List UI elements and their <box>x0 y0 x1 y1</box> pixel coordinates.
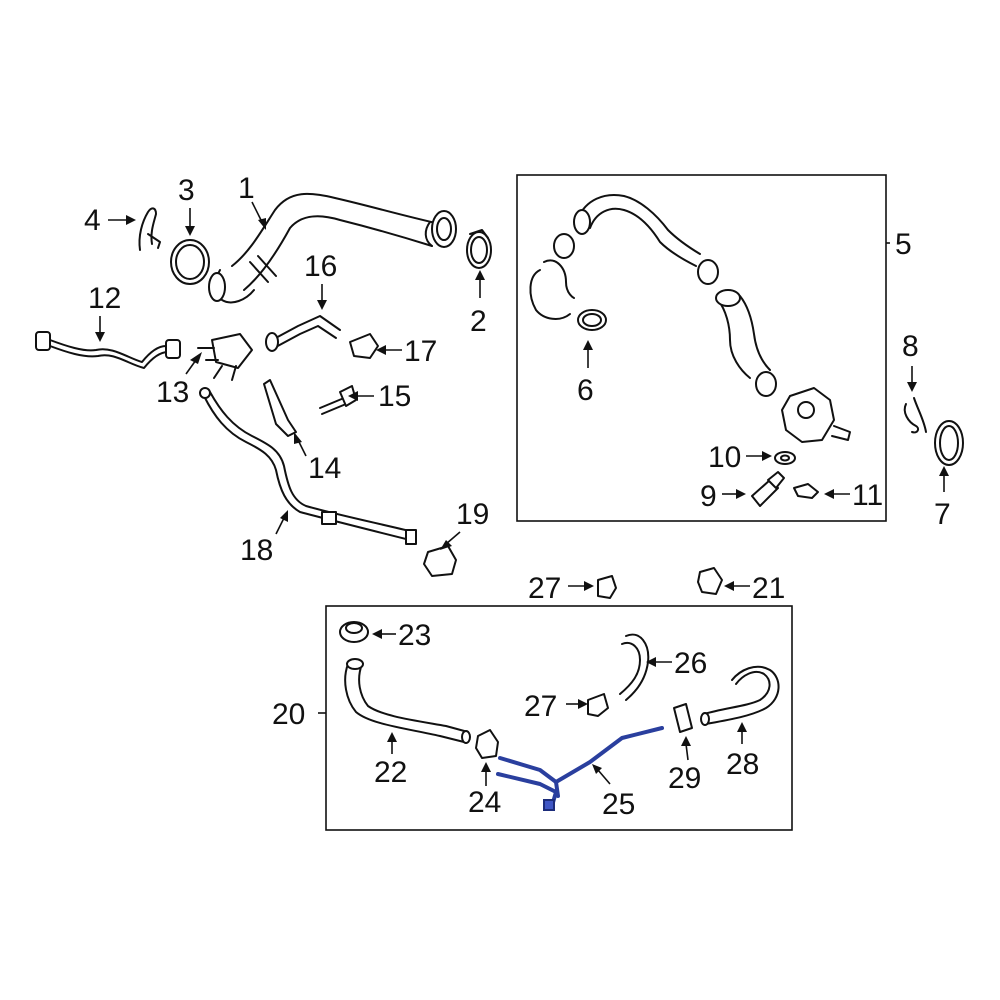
callout-25: 25 <box>602 788 635 821</box>
part-6-clamp <box>577 309 607 331</box>
part-14-bracket <box>263 379 297 437</box>
part-3-seal-ring <box>170 239 210 285</box>
callout-12: 12 <box>88 282 121 315</box>
callout-20: 20 <box>272 698 305 731</box>
callout-11: 11 <box>852 479 883 512</box>
part-22-hose <box>344 658 471 744</box>
callout-9: 9 <box>700 480 717 513</box>
callout-10: 10 <box>708 441 741 474</box>
callout-15: 15 <box>378 380 411 413</box>
part-24-clamp <box>475 729 499 759</box>
part-1-radiator-hose <box>208 192 457 304</box>
callout-7: 7 <box>934 498 951 531</box>
callout-24: 24 <box>468 786 501 819</box>
callout-13: 13 <box>156 376 189 409</box>
part-7-seal-ring <box>934 420 964 466</box>
part-11-clip <box>793 483 819 499</box>
callout-1: 1 <box>238 172 255 205</box>
callout-8: 8 <box>902 330 919 363</box>
part-13-connector <box>197 333 253 381</box>
part-27-clip-top <box>597 575 617 599</box>
part-19-cap <box>423 545 457 577</box>
part-9-sensor <box>751 471 785 507</box>
part-25-heater-pipe <box>496 726 664 811</box>
callout-17: 17 <box>404 335 437 368</box>
callout-4: 4 <box>84 204 101 237</box>
callout-23: 23 <box>398 619 431 652</box>
part-28-hose <box>700 665 780 726</box>
callout-5: 5 <box>895 228 912 261</box>
leader-lines <box>95 201 949 786</box>
part-2-hose-clamp <box>466 229 492 269</box>
callout-14: 14 <box>308 452 341 485</box>
part-21-clip <box>697 567 723 595</box>
callout-18: 18 <box>240 534 273 567</box>
callout-6: 6 <box>577 374 594 407</box>
callout-28: 28 <box>726 748 759 781</box>
callout-27-top: 27 <box>528 572 561 605</box>
part-23-cap <box>339 621 369 643</box>
part-18-hose <box>199 387 417 545</box>
callout-labels: 1 2 3 4 5 6 7 8 9 10 11 12 13 14 15 16 1… <box>84 172 951 821</box>
callout-22: 22 <box>374 756 407 789</box>
part-10-washer <box>774 451 796 465</box>
thermostat-assembly-box <box>516 174 887 522</box>
callout-29: 29 <box>668 762 701 795</box>
part-27-clip-lower <box>587 693 609 717</box>
part-12-coolant-hose <box>35 331 181 369</box>
callout-26: 26 <box>674 647 707 680</box>
heater-hose-assembly-box <box>325 605 793 831</box>
callout-3: 3 <box>178 174 195 207</box>
part-15-bolt <box>319 385 357 415</box>
part-26-hose <box>619 633 650 701</box>
callout-2: 2 <box>470 305 487 338</box>
part-4-clip <box>138 207 161 251</box>
part-29-connector <box>673 703 693 733</box>
callout-27-lower: 27 <box>524 690 557 723</box>
callout-16: 16 <box>304 250 337 283</box>
part-8-clip <box>903 397 927 434</box>
part-17-grommet <box>349 333 379 359</box>
callout-19: 19 <box>456 498 489 531</box>
part-5-thermostat-assembly <box>529 194 851 443</box>
callout-21: 21 <box>752 572 785 605</box>
part-16-pipe <box>265 315 341 352</box>
